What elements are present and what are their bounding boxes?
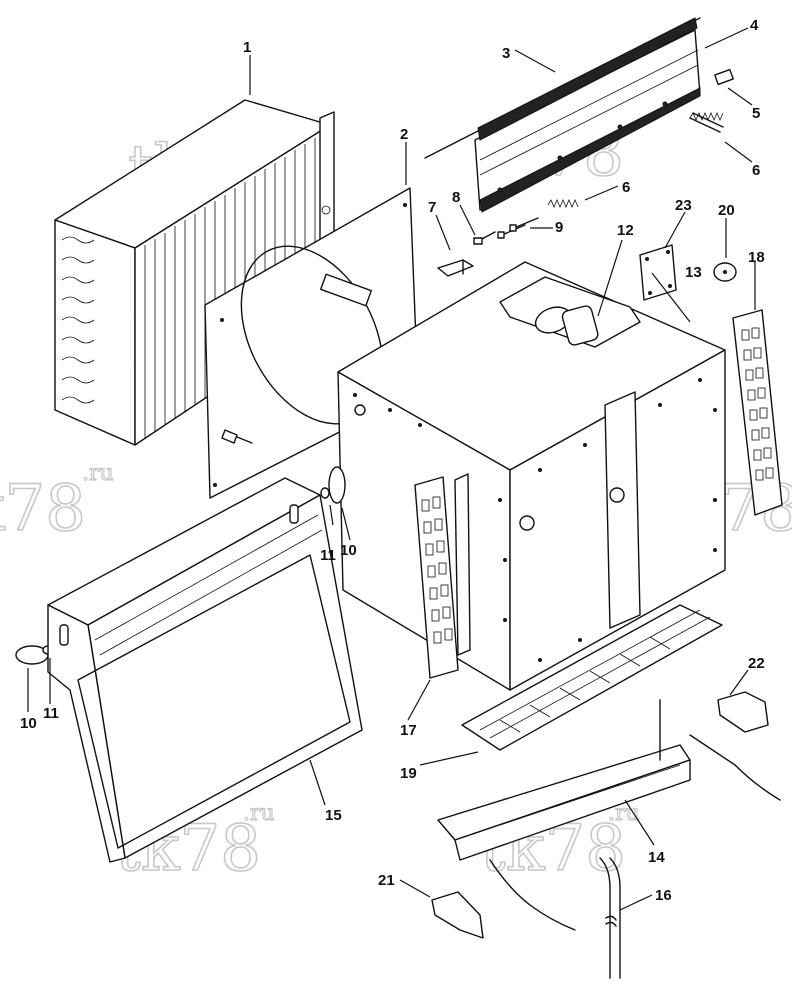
callout-17: 17 [400,722,417,739]
callout-1: 1 [243,39,251,56]
square-plate [639,244,677,301]
callout-10: 10 [20,715,37,732]
mounting-bracket-21 [431,891,484,939]
callout-4: 4 [750,17,759,34]
springs-and-plug [547,68,734,209]
callout-5: 5 [752,105,760,122]
callout-9: 9 [555,219,563,236]
callout-14: 14 [648,849,665,866]
callout-15: 15 [325,807,342,824]
panel-frame [47,477,363,863]
callout-3: 3 [502,45,510,62]
callout-13: 13 [685,264,702,281]
callout-23: 23 [675,197,692,214]
callout-12: 12 [617,222,634,239]
top-rail-assembly [424,17,701,213]
drain-pan [437,699,781,931]
callout-7: 7 [428,199,436,216]
watermark-suffix: .ru [82,461,114,486]
callout-22: 22 [748,655,765,672]
side-grille-left [414,476,459,679]
leader-lines [27,27,756,911]
bracket-and-bolts [437,217,539,277]
callout-labels: 1 2 3 4 5 6 6 7 8 9 10 10 11 11 12 13 14… [20,17,765,904]
callout-6: 6 [752,162,760,179]
callout-20: 20 [718,202,735,219]
condenser-coil [54,99,335,446]
drain-tube [599,857,621,979]
callout-11: 11 [43,705,59,722]
callout-16: 16 [655,887,672,904]
callout-2: 2 [400,126,408,143]
callout-8: 8 [452,189,460,206]
callout-10: 10 [340,542,357,559]
main-housing-box [337,261,726,691]
callout-19: 19 [400,765,417,782]
mounting-bracket-22 [717,691,769,733]
bottom-grate [461,604,723,751]
callout-11: 11 [320,547,336,564]
side-grille-right [732,309,783,516]
round-cover [713,262,737,282]
watermark-suffix: .ru [243,801,275,826]
callout-21: 21 [378,872,395,889]
callout-18: 18 [748,249,765,266]
callout-6: 6 [622,179,630,196]
watermark-text: tk78 [0,472,86,546]
